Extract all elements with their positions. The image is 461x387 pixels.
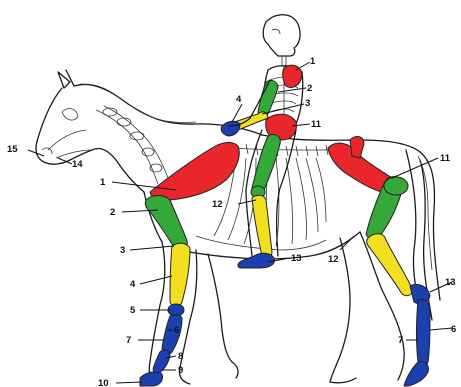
rider-foot-bone <box>238 253 274 268</box>
label-rider-4: 4 <box>236 94 242 105</box>
horse-hindlimb-bones <box>328 137 430 386</box>
rider-tibia-bone <box>252 195 272 258</box>
label-fore-8: 8 <box>178 351 183 362</box>
label-fore-5: 5 <box>130 305 136 316</box>
horse-humerus-bone <box>145 196 187 251</box>
label-head-15: 15 <box>7 144 18 155</box>
rider-skeleton <box>221 15 303 268</box>
label-fore-4: 4 <box>130 279 136 290</box>
label-hind-12: 12 <box>328 254 339 265</box>
label-rider-3: 3 <box>305 98 310 109</box>
label-hind-6: 6 <box>451 324 456 335</box>
label-rider-13: 13 <box>291 253 302 264</box>
label-head-14: 14 <box>72 159 83 170</box>
label-fore-2: 2 <box>110 207 115 218</box>
label-rider-11: 11 <box>311 119 322 130</box>
label-hind-7: 7 <box>398 335 403 346</box>
rider-skull <box>263 15 300 56</box>
label-fore-10: 10 <box>98 378 109 387</box>
horse-coffin-bone <box>140 372 163 386</box>
label-fore-1: 1 <box>100 177 106 188</box>
label-hind-11: 11 <box>440 153 451 164</box>
label-fore-9: 9 <box>178 365 183 376</box>
label-rider-12: 12 <box>212 199 223 210</box>
label-fore-6: 6 <box>174 325 179 336</box>
horse-forelimb-bones <box>140 142 239 386</box>
horse-hind-cannon-bone <box>417 299 431 366</box>
label-rider-2: 2 <box>307 83 312 94</box>
label-fore-7: 7 <box>126 335 131 346</box>
label-rider-1: 1 <box>310 56 316 67</box>
rider-hand-bone <box>221 121 240 136</box>
horse-radius-bone <box>170 243 190 306</box>
label-fore-3: 3 <box>120 245 125 256</box>
horse-tibia-bone <box>367 234 413 296</box>
horse-scapula-bone <box>150 142 239 200</box>
label-hind-13: 13 <box>445 277 456 288</box>
